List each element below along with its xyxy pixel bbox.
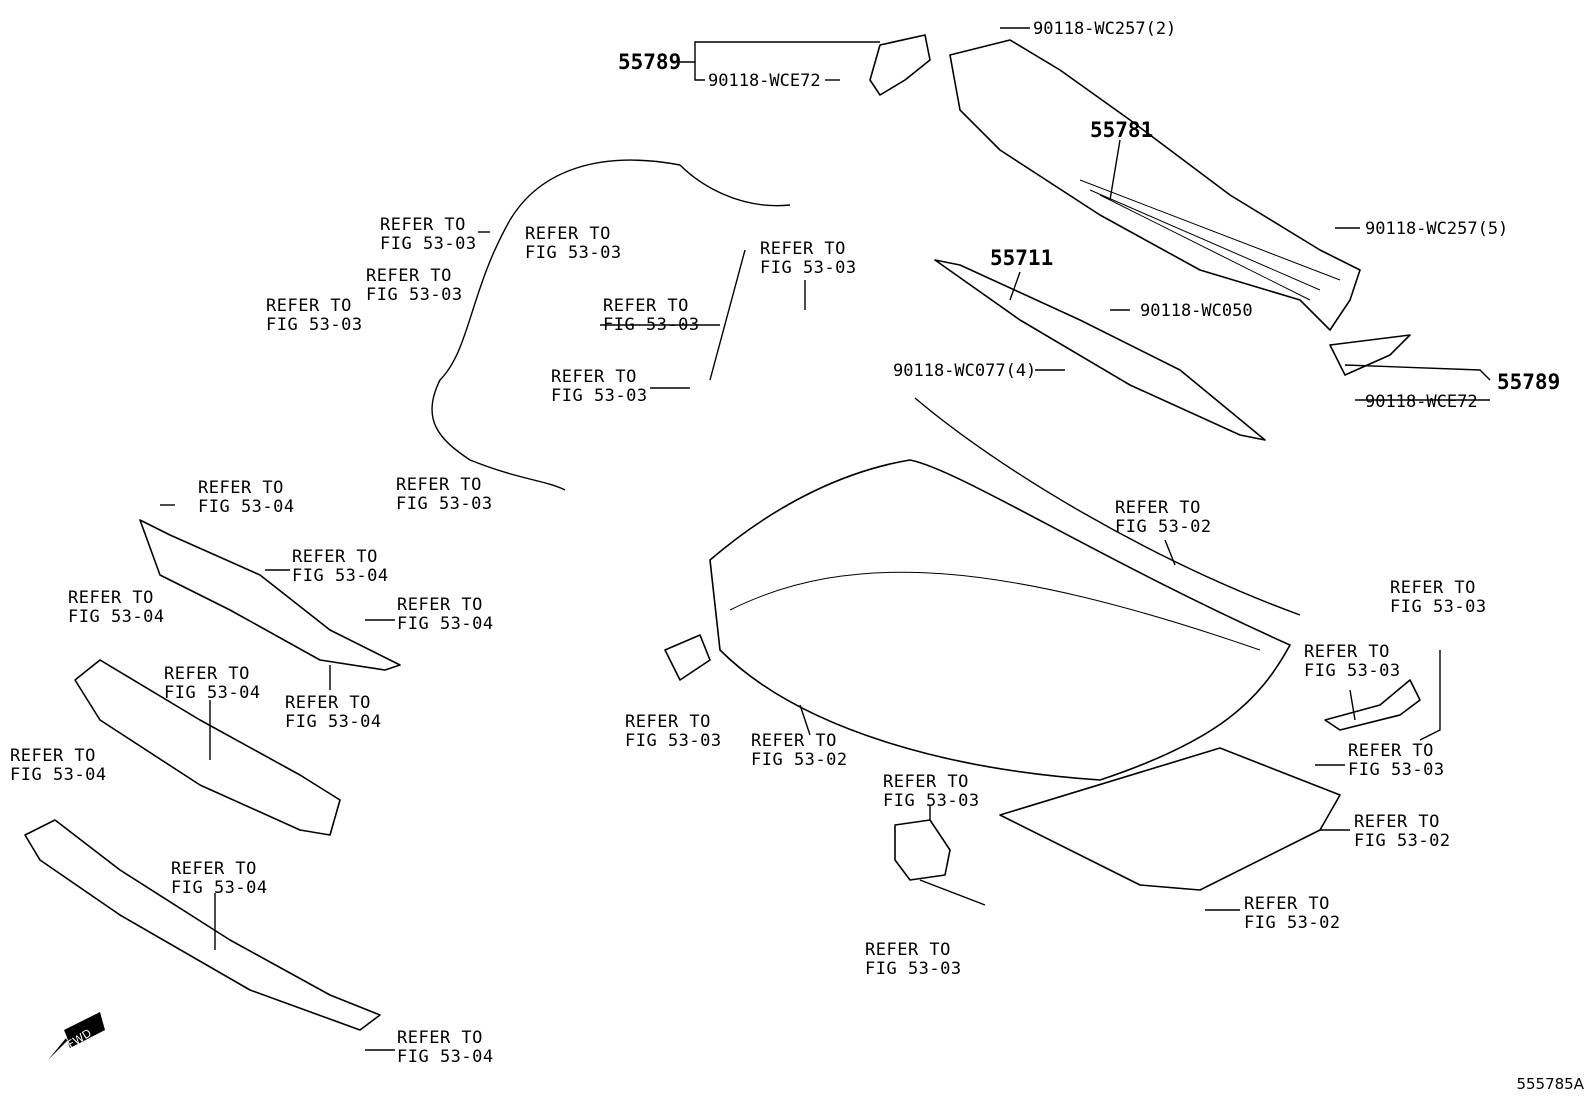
part-number-90118-wce72-lower[interactable]: 90118-WCE72 (1365, 392, 1478, 412)
part-number-90118-wc257-5[interactable]: 90118-WC257(5) (1365, 219, 1509, 239)
refer-fig-53-03-a[interactable]: REFER TO FIG 53-03 (380, 215, 477, 254)
radiator-support-member[interactable] (74, 659, 341, 836)
part-number-90118-wc257-2[interactable]: 90118-WC257(2) (1033, 19, 1177, 39)
refer-fig-53-04-d[interactable]: REFER TO FIG 53-04 (397, 595, 494, 634)
cowl-side-bracket-lower[interactable] (1329, 334, 1411, 376)
refer-fig-53-04-g[interactable]: REFER TO FIG 53-04 (10, 746, 107, 785)
hood-hinge[interactable] (1324, 679, 1421, 731)
part-number-55789-upper[interactable]: 55789 (618, 50, 682, 74)
refer-fig-53-04-a[interactable]: REFER TO FIG 53-04 (198, 478, 295, 517)
hood-panel[interactable] (709, 459, 1291, 781)
refer-fig-53-04-i[interactable]: REFER TO FIG 53-04 (397, 1028, 494, 1067)
refer-fig-53-03-h[interactable]: REFER TO FIG 53-03 (396, 475, 493, 514)
refer-fig-53-03-e[interactable]: REFER TO FIG 53-03 (266, 296, 363, 335)
hood-weatherstrip[interactable] (914, 397, 1301, 616)
refer-fig-53-04-h[interactable]: REFER TO FIG 53-04 (171, 859, 268, 898)
hood-release-cable[interactable] (431, 159, 681, 491)
refer-fig-53-03-f[interactable]: REFER TO FIG 53-03 (603, 296, 700, 335)
refer-fig-53-03-i[interactable]: REFER TO FIG 53-03 (1390, 578, 1487, 617)
refer-fig-53-02-a[interactable]: REFER TO FIG 53-02 (1115, 498, 1212, 537)
refer-fig-53-04-f[interactable]: REFER TO FIG 53-04 (285, 693, 382, 732)
refer-fig-53-03-m[interactable]: REFER TO FIG 53-03 (883, 772, 980, 811)
hood-lock[interactable] (894, 819, 986, 906)
refer-fig-53-02-b[interactable]: REFER TO FIG 53-02 (751, 731, 848, 770)
refer-fig-53-03-d[interactable]: REFER TO FIG 53-03 (366, 266, 463, 305)
fwd-arrow-icon (48, 1012, 105, 1060)
refer-fig-53-03-g[interactable]: REFER TO FIG 53-03 (551, 367, 648, 406)
hood-support-bracket[interactable] (664, 634, 711, 681)
refer-fig-53-03-k[interactable]: REFER TO FIG 53-03 (625, 712, 722, 751)
refer-fig-53-02-c[interactable]: REFER TO FIG 53-02 (1354, 812, 1451, 851)
refer-fig-53-03-j[interactable]: REFER TO FIG 53-03 (1304, 642, 1401, 681)
part-number-55781[interactable]: 55781 (1090, 118, 1154, 142)
radiator-support-upper[interactable] (139, 519, 401, 671)
part-number-90118-wce72-upper[interactable]: 90118-WCE72 (708, 71, 821, 91)
part-number-90118-wc050[interactable]: 90118-WC050 (1140, 301, 1253, 321)
part-number-55711[interactable]: 55711 (990, 246, 1054, 270)
refer-fig-53-04-b[interactable]: REFER TO FIG 53-04 (292, 547, 389, 586)
part-number-90118-wc077-4[interactable]: 90118-WC077(4) (893, 361, 1037, 381)
refer-fig-53-04-e[interactable]: REFER TO FIG 53-04 (164, 664, 261, 703)
refer-fig-53-02-d[interactable]: REFER TO FIG 53-02 (1244, 894, 1341, 933)
drawing-id: 555785A (1516, 1075, 1584, 1093)
refer-fig-53-04-c[interactable]: REFER TO FIG 53-04 (68, 588, 165, 627)
refer-fig-53-03-b[interactable]: REFER TO FIG 53-03 (525, 224, 622, 263)
cowl-side-bracket-upper[interactable] (869, 34, 931, 96)
cowl-rail[interactable] (934, 259, 1266, 441)
refer-fig-53-03-n[interactable]: REFER TO FIG 53-03 (865, 940, 962, 979)
front-crossmember[interactable] (24, 819, 381, 1031)
cowl-top-panel[interactable] (949, 39, 1361, 331)
refer-fig-53-03-c[interactable]: REFER TO FIG 53-03 (760, 239, 857, 278)
refer-fig-53-03-l[interactable]: REFER TO FIG 53-03 (1348, 741, 1445, 780)
part-number-55789-lower[interactable]: 55789 (1497, 370, 1561, 394)
